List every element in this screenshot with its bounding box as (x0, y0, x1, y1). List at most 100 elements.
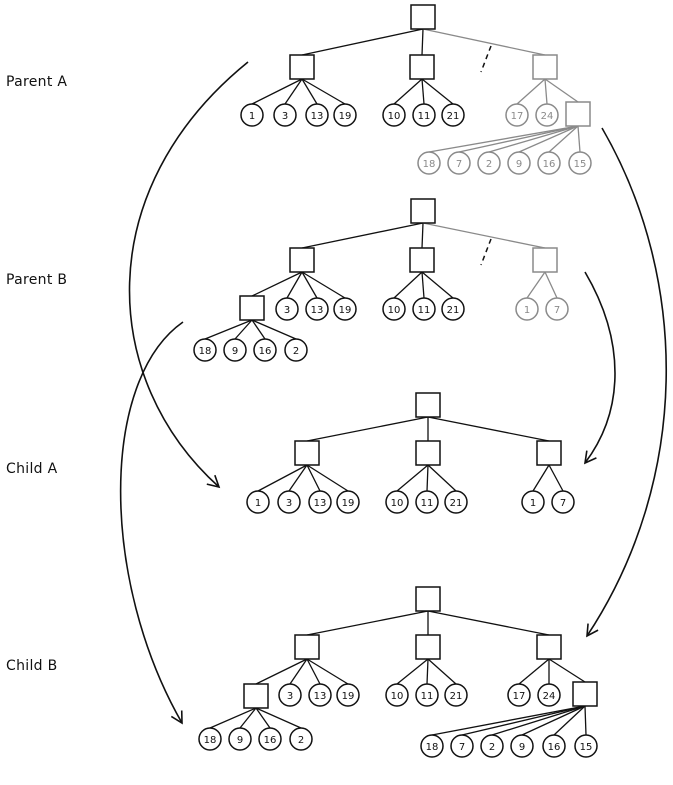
leaf-circle (193, 338, 217, 362)
leaf-circle (333, 297, 357, 321)
arrow-parent-b-to-child-a (583, 271, 616, 465)
node-square (289, 247, 315, 273)
tree-edge (255, 707, 271, 729)
leaf-circle (417, 151, 441, 175)
tree-edge (209, 707, 257, 729)
leaf-value: 2 (486, 159, 492, 170)
leaf-circle (412, 103, 436, 127)
leaf-circle (535, 103, 559, 127)
leaf-value: 2 (293, 346, 299, 357)
node-square (415, 440, 441, 466)
leaf-value: 18 (199, 346, 212, 357)
tree-edge (431, 705, 586, 736)
leaf-circle (542, 734, 566, 758)
node-square (289, 54, 315, 80)
leaf-value: 15 (580, 742, 593, 753)
leaf-circle (515, 297, 539, 321)
leaf-circle (273, 103, 297, 127)
tree-edge (306, 464, 349, 492)
leaf-value: 7 (456, 159, 462, 170)
leaf-circle (545, 297, 569, 321)
leaf-circle (278, 683, 302, 707)
node-square (294, 634, 320, 660)
leaf-circle (480, 734, 504, 758)
tree-edge (251, 319, 297, 340)
leaf-value: 13 (311, 111, 324, 122)
tree-edge (427, 610, 550, 636)
node-square (532, 54, 558, 80)
leaf-value: 11 (418, 111, 431, 122)
leaf-circle (415, 683, 439, 707)
tree-edge (306, 416, 429, 442)
node-square (572, 681, 598, 707)
leaf-value: 16 (264, 735, 277, 746)
tree-edge (301, 271, 346, 299)
leaf-value: 7 (554, 305, 560, 316)
leaf-circle (385, 683, 409, 707)
tree-edge (301, 28, 424, 56)
node-square (536, 634, 562, 660)
leaf-circle (275, 297, 299, 321)
leaf-value: 1 (249, 111, 255, 122)
tree-edge (577, 125, 581, 153)
leaf-value: 24 (541, 111, 554, 122)
leaf-circle (505, 103, 529, 127)
tree-edge (426, 658, 429, 685)
leaf-circle (450, 734, 474, 758)
tree-edge (286, 271, 303, 299)
leaf-value: 9 (516, 159, 522, 170)
tree-edge (396, 464, 429, 492)
leaf-circle (412, 297, 436, 321)
leaf-value: 1 (524, 305, 530, 316)
leaf-circle (305, 297, 329, 321)
node-square (243, 683, 269, 709)
tree-edge (544, 271, 558, 299)
leaf-value: 24 (543, 691, 556, 702)
leaf-circle (447, 151, 471, 175)
tree-edge (255, 658, 308, 685)
leaf-value: 10 (391, 498, 404, 509)
tree-edge (458, 125, 579, 153)
tree-edge (301, 78, 346, 105)
leaf-circle (308, 683, 332, 707)
leaf-circle (258, 727, 282, 751)
tree-edge (284, 78, 303, 105)
tree-edge (422, 28, 546, 56)
leaf-value: 21 (450, 691, 463, 702)
leaf-circle (284, 338, 308, 362)
tree-edge (532, 464, 550, 492)
tree-edge (306, 658, 349, 685)
tree-edge (526, 271, 546, 299)
node-square (409, 247, 435, 273)
tree-edge (396, 658, 429, 685)
leaf-circle (441, 103, 465, 127)
tree-edge (516, 78, 546, 105)
leaf-circle (444, 490, 468, 514)
leaf-value: 1 (255, 498, 261, 509)
leaf-value: 18 (204, 735, 217, 746)
leaf-value: 15 (574, 159, 587, 170)
leaf-value: 2 (489, 742, 495, 753)
tree-edge (488, 125, 579, 153)
leaf-value: 19 (342, 498, 355, 509)
tree-edge (393, 78, 423, 105)
tree-edge (548, 658, 586, 683)
tree-edge (301, 222, 424, 249)
child-a-label: Child A (6, 461, 58, 477)
leaf-value: 2 (298, 735, 304, 746)
leaf-value: 9 (237, 735, 243, 746)
tree-edge (393, 271, 423, 299)
tree-edge (584, 705, 587, 736)
leaf-value: 17 (513, 691, 526, 702)
leaf-circle (521, 490, 545, 514)
tree-edge (544, 78, 548, 105)
leaf-circle (507, 683, 531, 707)
leaf-value: 10 (388, 111, 401, 122)
leaf-circle (336, 683, 360, 707)
leaf-value: 13 (311, 305, 324, 316)
node-square (409, 54, 435, 80)
leaf-value: 18 (423, 159, 436, 170)
leaf-value: 19 (339, 305, 352, 316)
arrow-parent-a-to-child-a (128, 61, 249, 489)
